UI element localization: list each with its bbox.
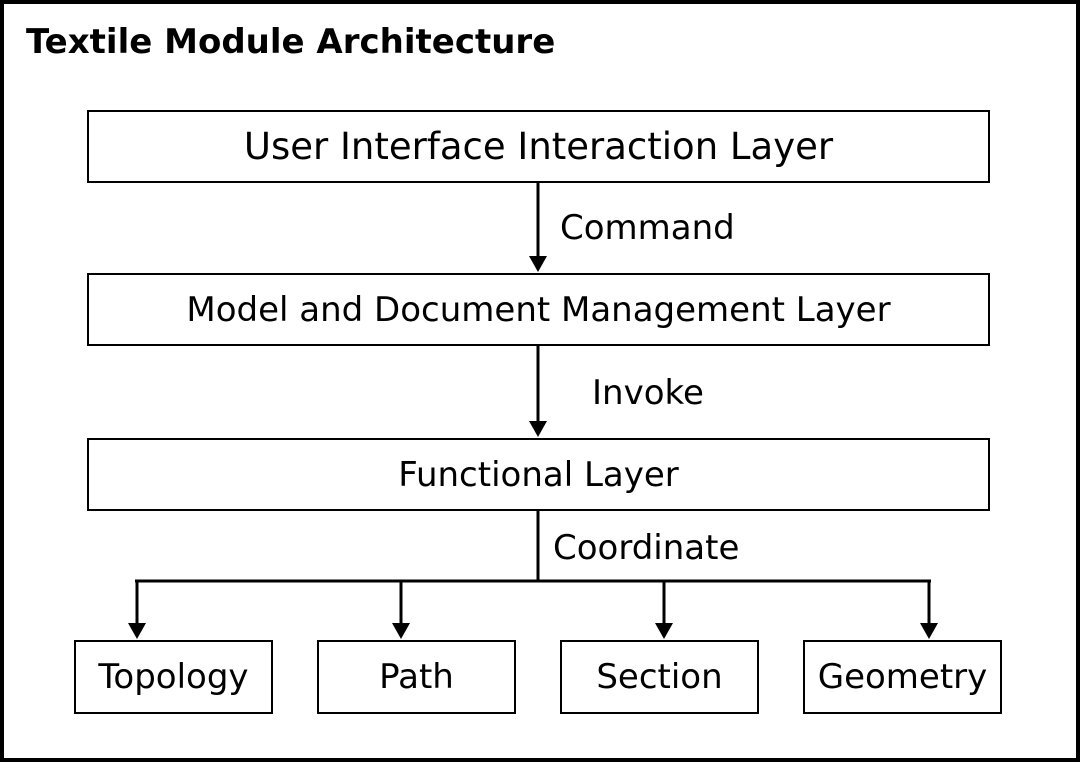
layer-ui-interaction: User Interface Interaction Layer (87, 110, 990, 183)
module-section: Section (560, 640, 759, 714)
module-geometry: Geometry (803, 640, 1002, 714)
layer-functional-label: Functional Layer (398, 454, 679, 495)
layer-model-document-label: Model and Document Management Layer (186, 289, 891, 330)
layer-functional: Functional Layer (87, 438, 990, 511)
arrow-to-topology (128, 581, 146, 639)
edge-label-invoke: Invoke (592, 373, 704, 413)
module-path-label: Path (379, 657, 454, 697)
arrow-to-path (392, 581, 410, 639)
edge-label-coordinate: Coordinate (553, 528, 740, 568)
layer-ui-interaction-label: User Interface Interaction Layer (243, 125, 834, 168)
module-path: Path (317, 640, 516, 714)
arrow-command (529, 183, 547, 272)
layer-model-document: Model and Document Management Layer (87, 273, 990, 346)
arrow-invoke (529, 346, 547, 437)
module-topology-label: Topology (98, 657, 249, 697)
module-geometry-label: Geometry (817, 657, 988, 697)
arrow-to-geometry (920, 581, 938, 639)
diagram-title: Textile Module Architecture (26, 22, 556, 62)
module-topology: Topology (74, 640, 273, 714)
edge-label-command: Command (560, 208, 735, 248)
arrow-to-section (655, 581, 673, 639)
module-section-label: Section (596, 657, 723, 697)
arrow-coordinate-tree (135, 511, 931, 583)
